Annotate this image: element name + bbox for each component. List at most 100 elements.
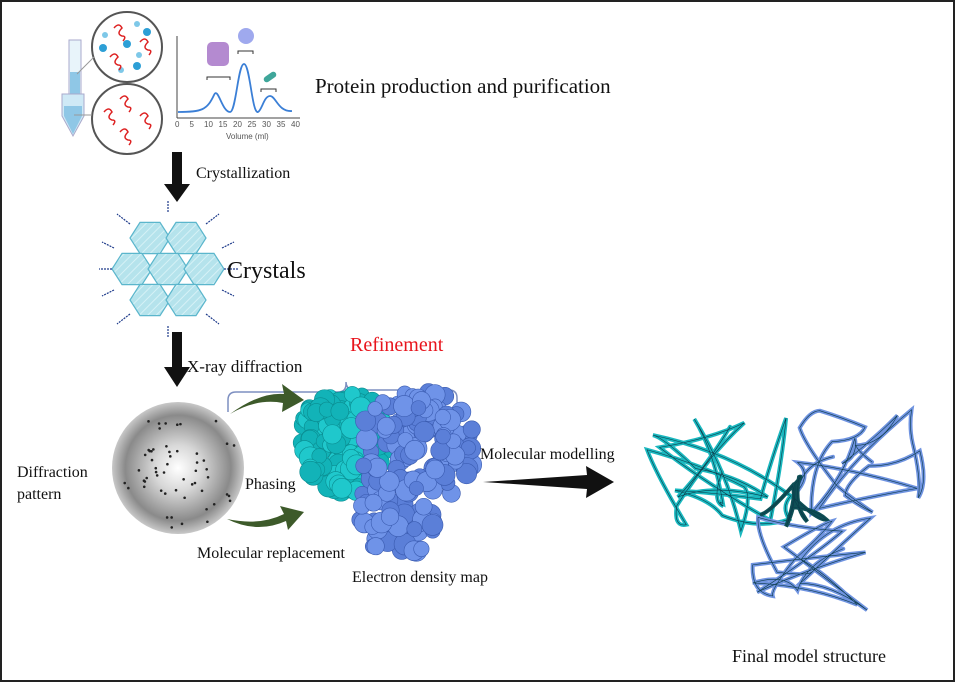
atom-sphere bbox=[413, 540, 430, 557]
label-final-model-structure: Final model structure bbox=[732, 646, 886, 666]
diffraction-spot bbox=[168, 450, 171, 454]
chart-tick-label: 30 bbox=[262, 120, 271, 129]
crystal-hexagon bbox=[129, 221, 171, 255]
diffraction-spot bbox=[205, 467, 208, 471]
diffraction-spot bbox=[143, 453, 147, 457]
diffraction-spot bbox=[152, 448, 155, 451]
chart-tick-label: 15 bbox=[218, 120, 228, 129]
ribbon-outline bbox=[761, 476, 827, 527]
chart-tick-label: 35 bbox=[276, 120, 286, 129]
crystal-lattice-icon bbox=[99, 200, 238, 338]
diffraction-spot bbox=[193, 481, 197, 485]
crystal-hexagon bbox=[147, 252, 189, 286]
refinement-bracket bbox=[227, 381, 458, 412]
diffraction-spot bbox=[174, 488, 178, 492]
atom-sphere bbox=[367, 401, 383, 417]
diffraction-spot bbox=[143, 480, 147, 483]
down-arrow-icon bbox=[164, 332, 190, 387]
curved-arrow-icon bbox=[227, 506, 304, 530]
electron-density-protein-icon bbox=[292, 383, 483, 562]
diffraction-spot bbox=[155, 474, 159, 477]
diffraction-spot bbox=[206, 475, 210, 479]
diffraction-spot bbox=[183, 496, 186, 500]
diffraction-spot bbox=[170, 526, 174, 529]
diffraction-spot bbox=[179, 422, 182, 426]
atom-sphere bbox=[414, 497, 433, 516]
chart-tick-label: 5 bbox=[189, 120, 194, 129]
diffraction-spot bbox=[195, 461, 199, 464]
small-protein-icon bbox=[263, 71, 277, 83]
atom-sphere bbox=[406, 521, 423, 537]
atom-sphere bbox=[366, 537, 385, 556]
diffraction-spot bbox=[163, 492, 167, 495]
atom-sphere bbox=[381, 507, 400, 526]
label-diffraction-pattern: Diffraction pattern bbox=[17, 462, 88, 506]
diffraction-spot bbox=[180, 522, 184, 526]
atom-sphere bbox=[404, 440, 425, 461]
final-ribbon-structure-icon bbox=[643, 404, 926, 612]
chart-tick-label: 10 bbox=[204, 120, 213, 129]
crystal-ligand bbox=[221, 241, 235, 249]
down-arrow-icon bbox=[164, 152, 190, 202]
diffraction-spot bbox=[200, 489, 204, 493]
diffraction-spot bbox=[147, 448, 150, 452]
right-arrow-icon bbox=[483, 466, 614, 498]
diffraction-spot bbox=[154, 466, 158, 470]
diffraction-spot bbox=[202, 459, 206, 462]
chart-xlabel: Volume (ml) bbox=[226, 132, 269, 141]
diffraction-spot bbox=[137, 469, 141, 472]
diffraction-spot bbox=[169, 455, 172, 458]
diffraction-spot bbox=[145, 476, 149, 480]
sec-chromatogram bbox=[176, 28, 300, 119]
purification-column-icon bbox=[61, 39, 85, 138]
atom-sphere bbox=[379, 471, 400, 492]
diffraction-spot bbox=[194, 469, 198, 473]
atom-sphere bbox=[410, 400, 427, 416]
crystal-ligand bbox=[221, 289, 235, 297]
atom-sphere bbox=[299, 460, 322, 483]
diffraction-spot bbox=[147, 420, 150, 423]
pure-protein-circle-icon bbox=[74, 83, 163, 155]
diffraction-spot bbox=[150, 458, 154, 462]
atom-sphere bbox=[434, 409, 451, 426]
atom-sphere bbox=[435, 428, 451, 445]
atom-sphere bbox=[456, 463, 478, 485]
atom-sphere bbox=[331, 478, 353, 499]
diffraction-spot bbox=[162, 471, 166, 474]
atom-sphere bbox=[462, 420, 481, 439]
diffraction-spot bbox=[227, 494, 231, 498]
crystal-hexagon bbox=[129, 283, 171, 317]
ribbon-strand bbox=[750, 514, 877, 612]
diffraction-spot bbox=[159, 489, 163, 492]
label-diffraction-line1: Diffraction bbox=[17, 464, 88, 481]
crystal-hexagon bbox=[183, 252, 225, 286]
diffraction-spot bbox=[212, 502, 216, 506]
diffraction-spot bbox=[175, 449, 179, 453]
diffraction-spot bbox=[195, 452, 199, 455]
diffraction-spot bbox=[182, 477, 185, 481]
diffraction-spot bbox=[142, 485, 146, 489]
atom-sphere bbox=[330, 401, 350, 421]
mixed-sample-circle-icon bbox=[76, 11, 163, 83]
crystal-ligand bbox=[101, 289, 115, 297]
atom-sphere bbox=[413, 421, 435, 442]
crystal-ligand bbox=[101, 241, 115, 249]
diffraction-spot bbox=[123, 481, 127, 485]
diffraction-spot bbox=[232, 444, 236, 447]
diffraction-spot bbox=[225, 493, 229, 496]
diffraction-spot bbox=[170, 516, 173, 519]
label-molecular-replacement: Molecular replacement bbox=[197, 545, 345, 562]
label-electron-density-map: Electron density map bbox=[352, 569, 488, 586]
label-crystals: Crystals bbox=[227, 258, 306, 284]
chart-tick-label: 0 bbox=[175, 120, 180, 129]
ribbon-outline bbox=[796, 409, 924, 514]
diffraction-pattern-icon bbox=[112, 402, 244, 534]
crystal-ligand bbox=[116, 313, 131, 325]
diffraction-spot bbox=[228, 499, 232, 503]
chart-tick-label: 20 bbox=[233, 120, 242, 129]
crystal-ligand bbox=[205, 313, 220, 325]
chart-tick-label: 25 bbox=[247, 120, 257, 129]
crystal-hexagon bbox=[111, 252, 153, 286]
